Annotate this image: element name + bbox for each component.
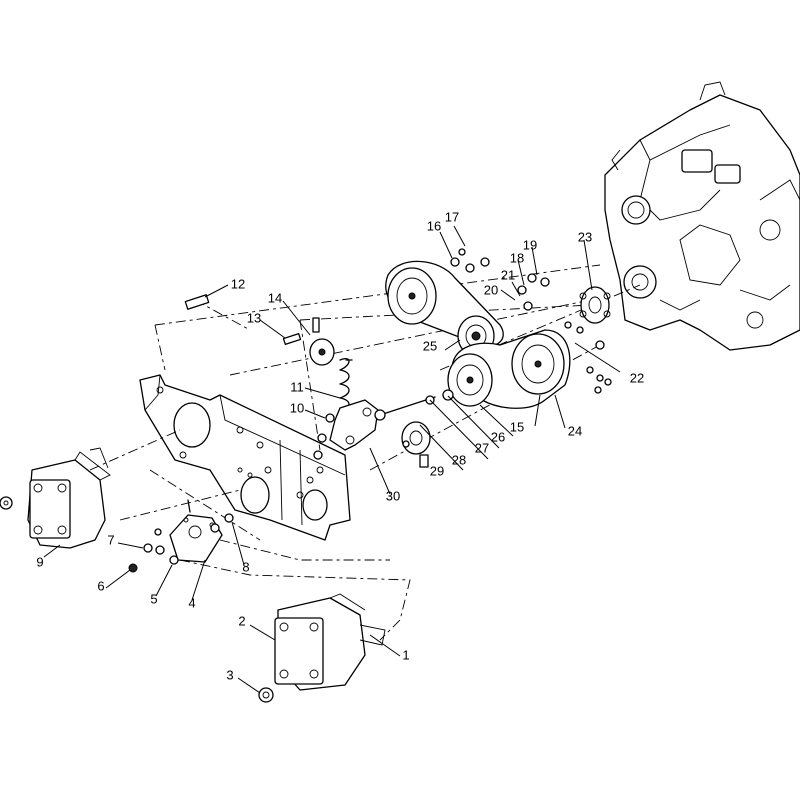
- idler-arm: [329, 399, 379, 451]
- hydraulic-motor-9: [0, 447, 111, 549]
- callout-17: 17: [445, 209, 459, 224]
- callout-15: 15: [510, 419, 524, 434]
- callout-8: 8: [242, 559, 249, 574]
- callout-11: 11: [290, 379, 304, 394]
- callout-19: 19: [523, 237, 537, 252]
- callout-28: 28: [452, 452, 466, 467]
- callout-27: 27: [475, 440, 489, 455]
- callout-18: 18: [510, 250, 524, 265]
- idler-bracket-14: [309, 317, 335, 366]
- callout-14: 14: [268, 290, 282, 305]
- callout-10: 10: [290, 400, 304, 415]
- mounting-frame: [139, 374, 351, 541]
- hydraulic-pump-2: [258, 593, 386, 703]
- callout-16: 16: [427, 218, 441, 233]
- callout-labels: 1 2 3 4 5 6 7 8 9 10 11 12 13 14 15 16 1…: [36, 209, 644, 682]
- callout-6: 6: [97, 578, 104, 593]
- leader-lines: [43, 225, 621, 694]
- pump-bracket-4: [128, 499, 234, 573]
- callout-20: 20: [484, 282, 498, 297]
- callout-12: 12: [231, 276, 245, 291]
- callout-30: 30: [386, 488, 400, 503]
- shafts-and-bolts: [184, 248, 612, 460]
- callout-3: 3: [226, 667, 233, 682]
- callout-5: 5: [150, 591, 157, 606]
- callout-24: 24: [568, 423, 582, 438]
- callout-9: 9: [36, 554, 43, 569]
- engine-assembly: [604, 81, 800, 351]
- callout-2: 2: [238, 613, 245, 628]
- callout-4: 4: [188, 595, 195, 610]
- callout-21: 21: [501, 267, 515, 282]
- callout-13: 13: [247, 310, 261, 325]
- callout-25: 25: [423, 338, 437, 353]
- engine-hub: [579, 286, 611, 324]
- callout-26: 26: [491, 429, 505, 444]
- belt-drive: [385, 260, 571, 409]
- callout-23: 23: [578, 229, 592, 244]
- callout-7: 7: [107, 532, 114, 547]
- callout-29: 29: [430, 463, 444, 478]
- callout-22: 22: [630, 370, 644, 385]
- callout-1: 1: [402, 647, 409, 662]
